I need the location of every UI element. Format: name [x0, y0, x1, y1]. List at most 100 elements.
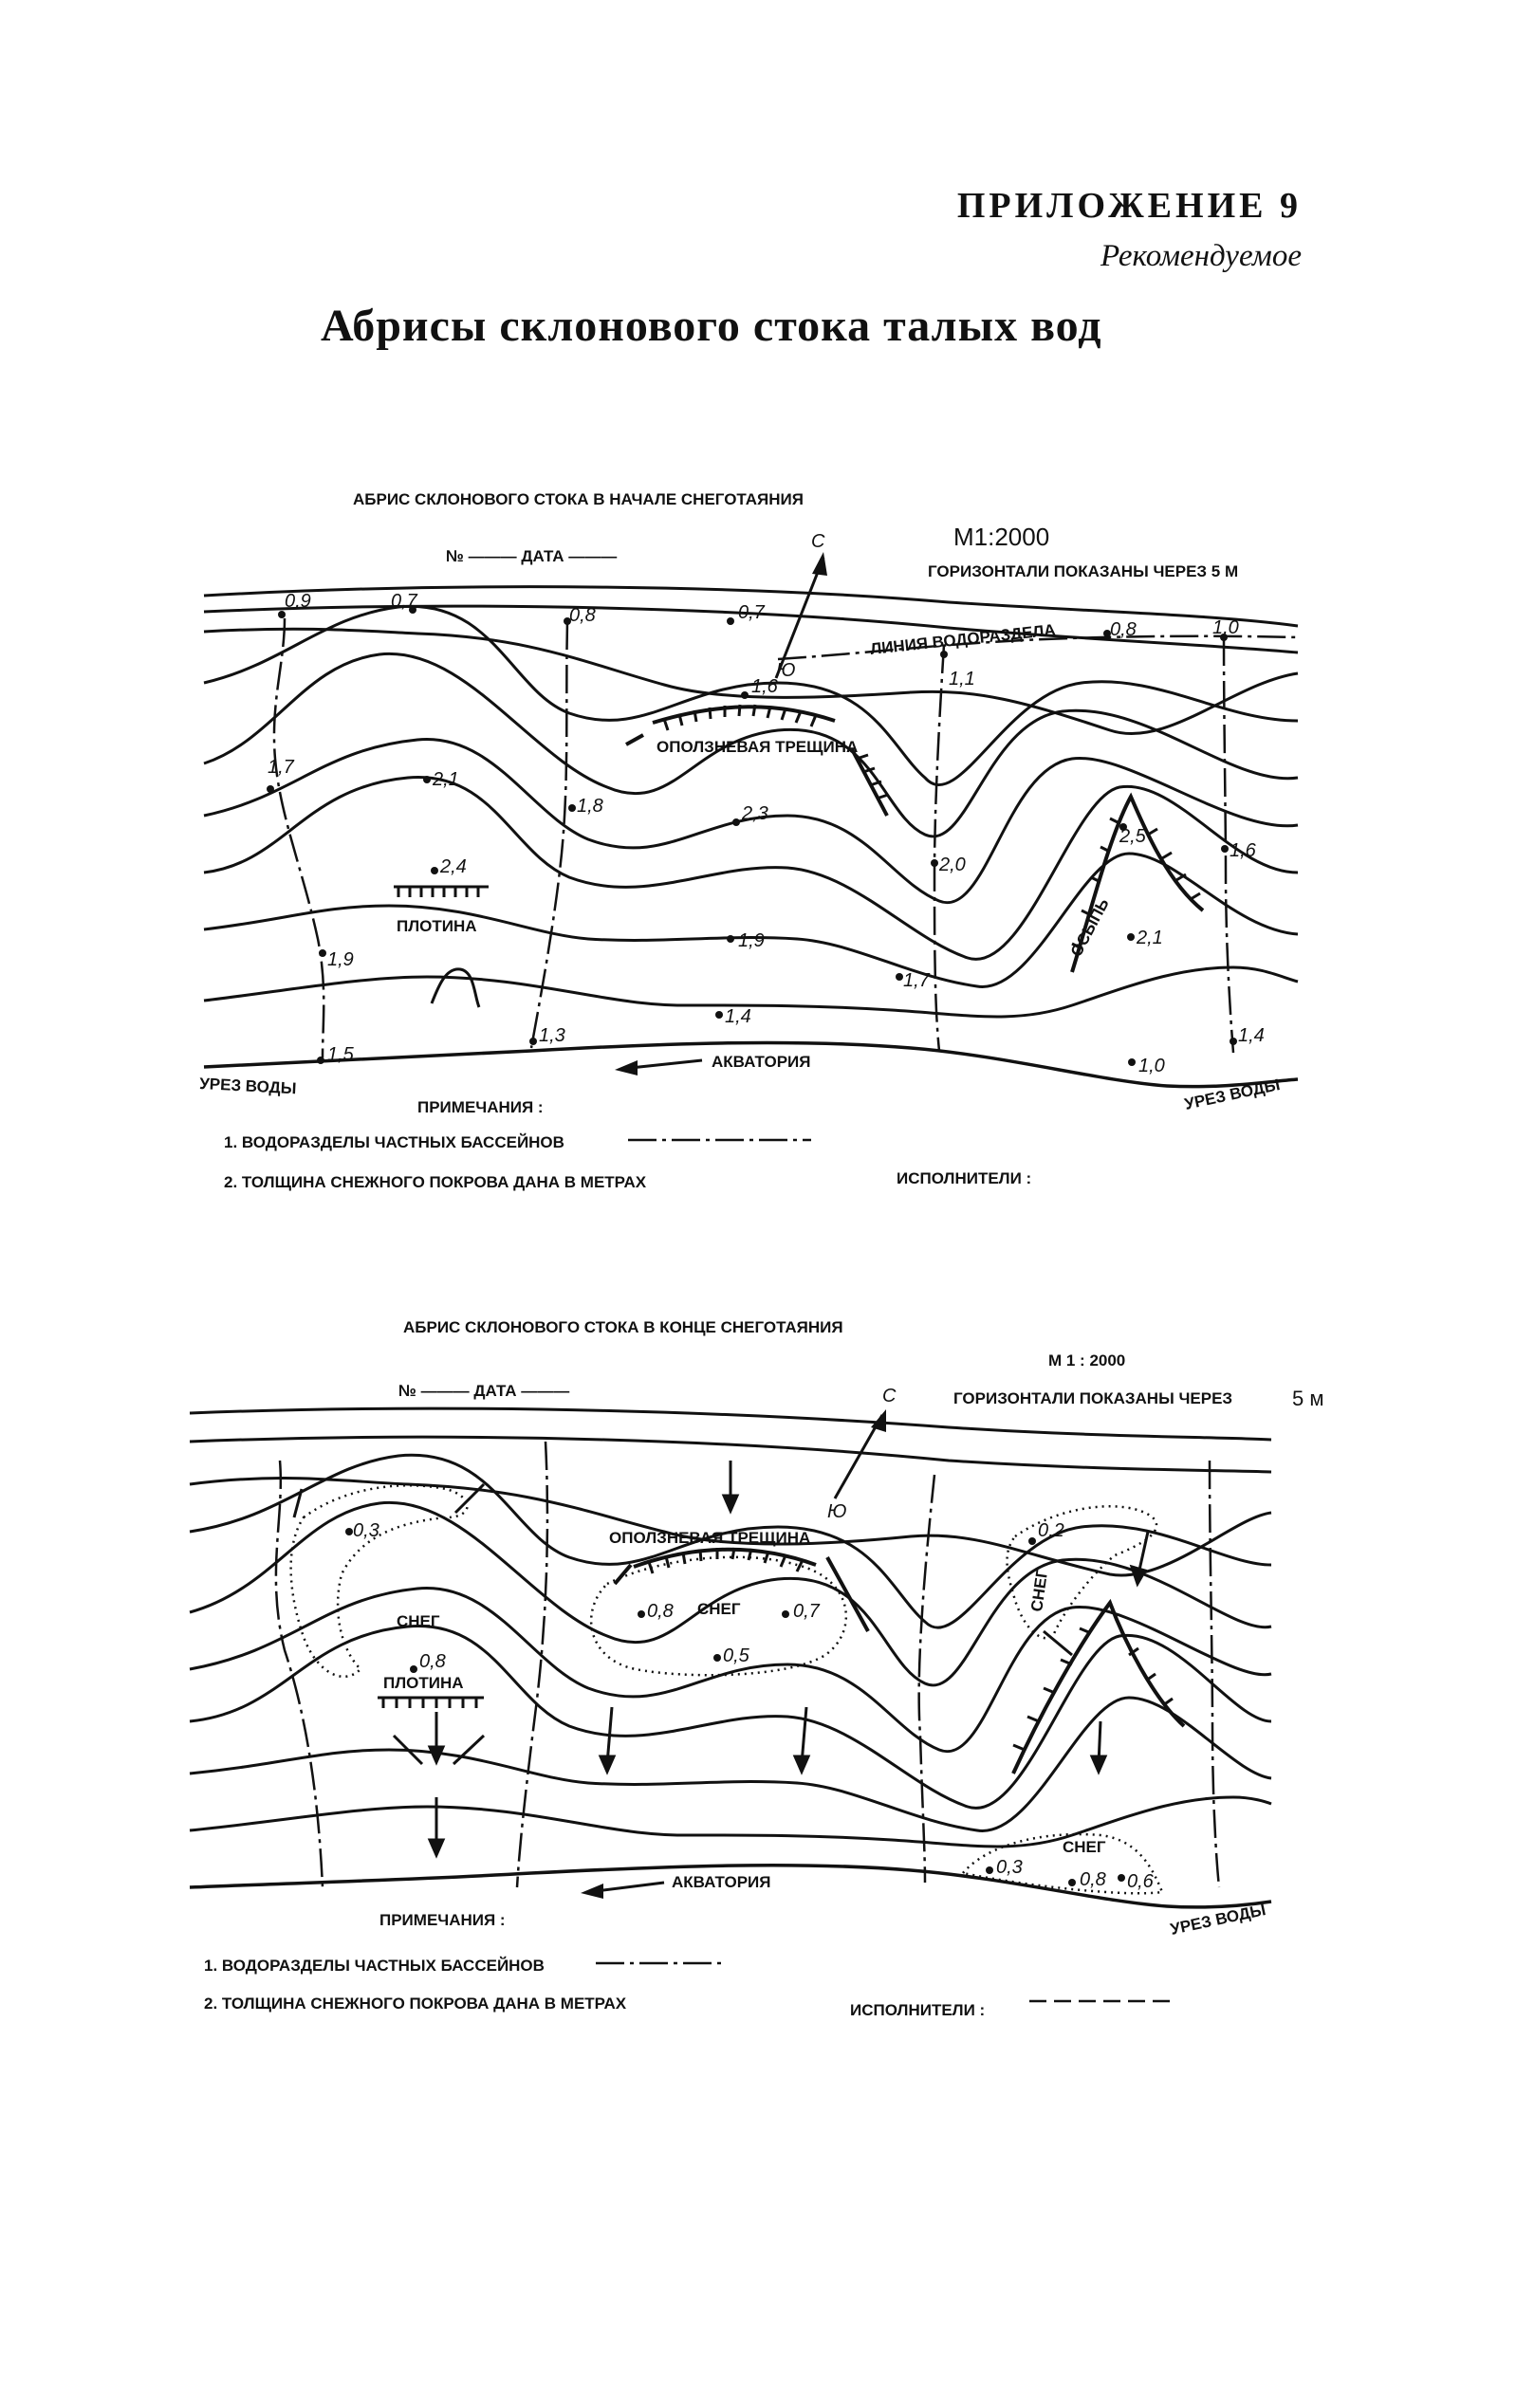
depth-point: 0,8: [1103, 619, 1137, 640]
svg-text:0,8: 0,8: [1110, 619, 1137, 640]
map1-number-date: № ——— ДАТА ———: [446, 547, 617, 565]
depth-point: 0,3: [986, 1857, 1023, 1878]
map1-contours-note: ГОРИЗОНТАЛИ ПОКАЗАНЫ ЧЕРЕЗ 5 М: [928, 562, 1238, 580]
north-arrow-icon: С Ю: [774, 531, 827, 681]
depth-point: 0,8: [638, 1601, 674, 1622]
svg-text:0,7: 0,7: [738, 602, 766, 623]
svg-text:С: С: [882, 1386, 897, 1406]
map1-note2: 2. ТОЛЩИНА СНЕЖНОГО ПОКРОВА ДАНА В МЕТРА…: [224, 1173, 647, 1191]
flow-arrows: [292, 1461, 1150, 1859]
svg-text:1,9: 1,9: [327, 949, 354, 970]
map-start-of-snowmelt: АБРИС СКЛОНОВОГО СТОКА В НАЧАЛЕ СНЕГОТАЯ…: [199, 490, 1299, 1191]
depth-point: 2,5: [1119, 823, 1147, 847]
map1-scale: M1:2000: [953, 523, 1049, 551]
map1-notes-title: ПРИМЕЧАНИЯ :: [417, 1098, 544, 1116]
watershed-divides: [274, 1441, 1221, 1888]
depth-point: 1,3: [529, 1025, 565, 1046]
depth-point: 1,6: [741, 676, 779, 699]
map2-notes-title: ПРИМЕЧАНИЯ :: [379, 1911, 506, 1929]
svg-text:1,3: 1,3: [539, 1025, 565, 1046]
dam-symbol: ПЛОТИНА: [378, 1674, 484, 1708]
svg-text:1,5: 1,5: [327, 1044, 355, 1065]
snow-depth-points: 0,9 0,7 0,8 0,7 0,8 1,0 1,1 1,6 1,7 2,1 …: [267, 591, 1265, 1076]
depth-point: 1,1: [940, 651, 975, 689]
svg-text:1,9: 1,9: [738, 930, 765, 951]
shoreline: [189, 1863, 1272, 1909]
depth-point: 2,4: [431, 856, 467, 877]
dam-symbol: ПЛОТИНА: [394, 885, 489, 1008]
depth-point: 1,0: [1128, 1056, 1165, 1076]
svg-text:ОПОЛЗНЕВАЯ ТРЕЩИНА: ОПОЛЗНЕВАЯ ТРЕЩИНА: [657, 738, 858, 756]
depth-point: 1,8: [568, 796, 603, 817]
depth-point: 0,7: [782, 1601, 821, 1622]
svg-text:0,3: 0,3: [353, 1520, 379, 1541]
depth-point: 0,6: [1118, 1871, 1155, 1892]
depth-point: 1,9: [727, 930, 765, 951]
snow-depth-points: 0,3 0,8 0,8 0,7 0,5 0,2 0,3 0,8 0,6: [345, 1520, 1155, 1892]
map2-number-date: № ——— ДАТА ———: [398, 1382, 569, 1400]
water-area-label: АКВАТОРИЯ: [615, 1053, 810, 1075]
water-area-label: АКВАТОРИЯ: [581, 1873, 770, 1899]
depth-point: 1,4: [715, 1006, 751, 1027]
svg-text:2,3: 2,3: [741, 803, 768, 824]
svg-text:0,7: 0,7: [391, 591, 418, 612]
svg-text:0,8: 0,8: [647, 1601, 674, 1622]
snow-label-bottom: СНЕГ: [1063, 1838, 1106, 1856]
contour-lines: [203, 585, 1299, 1019]
appendix-heading: ПРИЛОЖЕНИЕ 9: [956, 186, 1302, 226]
landslide-crack-symbol: ОПОЛЗНЕВАЯ ТРЕЩИНА: [609, 1529, 870, 1632]
map2-performers: ИСПОЛНИТЕЛИ :: [850, 2001, 985, 2019]
svg-text:ОПОЛЗНЕВАЯ ТРЕЩИНА: ОПОЛЗНЕВАЯ ТРЕЩИНА: [609, 1529, 810, 1547]
depth-point: 0,7: [391, 591, 418, 614]
map1-title: АБРИС СКЛОНОВОГО СТОКА В НАЧАЛЕ СНЕГОТАЯ…: [353, 490, 804, 508]
svg-text:1,4: 1,4: [725, 1006, 751, 1027]
svg-text:1,7: 1,7: [268, 757, 295, 778]
depth-point: 0,7: [727, 602, 766, 625]
svg-text:0,8: 0,8: [1080, 1869, 1106, 1890]
svg-text:АКВАТОРИЯ: АКВАТОРИЯ: [712, 1053, 810, 1071]
map2-note2: 2. ТОЛЩИНА СНЕЖНОГО ПОКРОВА ДАНА В МЕТРА…: [204, 1994, 627, 2013]
svg-text:1,6: 1,6: [751, 676, 779, 697]
svg-text:0,9: 0,9: [285, 591, 311, 612]
svg-text:Ю: Ю: [776, 660, 795, 681]
scree-symbol: [1011, 1598, 1186, 1774]
svg-text:2,4: 2,4: [439, 856, 467, 877]
depth-point: 1,7: [896, 970, 931, 991]
snow-label-center: СНЕГ: [697, 1600, 741, 1618]
depth-point: 0,8: [410, 1651, 446, 1673]
appendix-status: Рекомендуемое: [1100, 239, 1302, 273]
map-end-of-snowmelt: АБРИС СКЛОНОВОГО СТОКА В КОНЦЕ СНЕГОТАЯН…: [189, 1318, 1323, 2019]
depth-point: 1,5: [317, 1044, 355, 1065]
depth-point: 2,1: [423, 769, 459, 790]
map2-contours-note: ГОРИЗОНТАЛИ ПОКАЗАНЫ ЧЕРЕЗ: [953, 1389, 1232, 1407]
snow-patches: [289, 1484, 1164, 1895]
contour-lines: [189, 1406, 1272, 1848]
svg-text:1,8: 1,8: [577, 796, 603, 817]
svg-text:0,8: 0,8: [569, 605, 596, 626]
depth-point: 0,2: [1028, 1520, 1064, 1545]
depth-point: 2,0: [931, 855, 966, 875]
depth-point: 1,7: [267, 757, 295, 793]
depth-point: 0,9: [278, 591, 311, 618]
waterline-right-label: УРЕЗ ВОДЫ: [1183, 1075, 1282, 1113]
svg-text:АКВАТОРИЯ: АКВАТОРИЯ: [672, 1873, 770, 1891]
svg-text:1,0: 1,0: [1138, 1056, 1165, 1076]
depth-point: 1,6: [1221, 840, 1257, 861]
svg-text:ОСЫПЬ: ОСЫПЬ: [1067, 895, 1113, 960]
watershed-line-label: ЛИНИЯ ВОДОРАЗДЕЛА: [869, 621, 1056, 658]
svg-text:ПЛОТИНА: ПЛОТИНА: [383, 1674, 464, 1692]
svg-text:ПЛОТИНА: ПЛОТИНА: [397, 917, 477, 935]
depth-point: 2,3: [732, 803, 768, 826]
svg-text:0,5: 0,5: [723, 1645, 750, 1666]
north-arrow-icon: С Ю: [827, 1386, 897, 1522]
map1-performers: ИСПОЛНИТЕЛИ :: [897, 1169, 1031, 1187]
landslide-crack-symbol: ОПОЛЗНЕВАЯ ТРЕЩИНА: [625, 704, 889, 817]
svg-text:0,7: 0,7: [793, 1601, 821, 1622]
depth-point: 0,8: [564, 605, 596, 626]
depth-point: 1,0: [1212, 617, 1239, 641]
map2-note1: 1. ВОДОРАЗДЕЛЫ ЧАСТНЫХ БАССЕЙНОВ: [204, 1957, 545, 1975]
map2-scale: М 1 : 2000: [1048, 1351, 1125, 1369]
page-title: Абрисы склонового стока талых вод: [321, 301, 1102, 351]
depth-point: 0,5: [713, 1645, 750, 1666]
svg-text:Ю: Ю: [827, 1501, 846, 1522]
